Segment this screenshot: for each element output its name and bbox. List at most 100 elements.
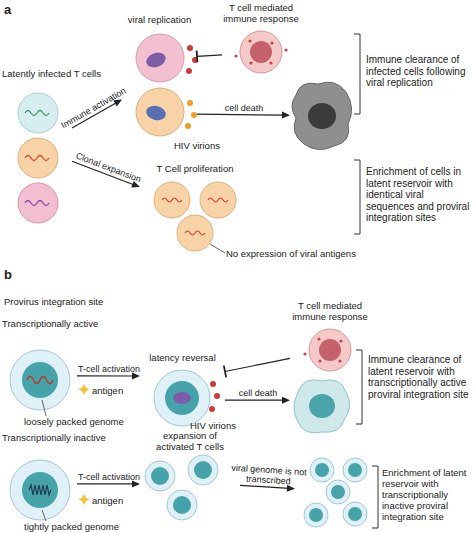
node-heading: Transcriptionally inactive xyxy=(2,432,77,443)
edge-label: Clonal expansion xyxy=(74,151,143,187)
provirus xyxy=(25,201,49,206)
bracket xyxy=(354,34,360,114)
virion xyxy=(191,112,197,118)
edge-label: cell death xyxy=(238,388,277,400)
nucleus xyxy=(250,41,272,63)
nucleus xyxy=(319,339,341,361)
t-cell xyxy=(188,455,218,485)
leader-line xyxy=(210,244,225,253)
connector-line xyxy=(197,55,222,57)
nucleus xyxy=(194,461,212,479)
t-cell xyxy=(343,502,367,526)
connector-line xyxy=(225,399,284,400)
annotation-text: Enrichment of latent reservoir with tran… xyxy=(382,467,472,522)
t-cell xyxy=(326,480,350,504)
bracket xyxy=(354,160,360,234)
cell-group: T Cell proliferation xyxy=(140,163,250,253)
virion xyxy=(192,57,198,63)
connector-line xyxy=(77,483,134,484)
annotation-text: HIV virions xyxy=(174,140,220,151)
annotation-text: Provirus integration site xyxy=(4,296,103,307)
nucleus xyxy=(309,508,323,522)
t-cell xyxy=(154,182,190,218)
virion xyxy=(187,45,193,51)
edge-label: viral genome is not transcribed xyxy=(225,462,312,489)
t-cell xyxy=(18,138,58,178)
cell-group xyxy=(290,78,355,153)
annotation-text: Enrichment of cells in latent reservoir … xyxy=(366,166,472,224)
cell-group: T cell mediated immune response xyxy=(290,300,370,372)
t-cell xyxy=(145,461,175,491)
provirus xyxy=(25,156,49,161)
t-cell xyxy=(10,460,70,520)
nucleus xyxy=(308,103,336,129)
inhibition-bar xyxy=(196,50,199,62)
annotation-text: antigen xyxy=(92,385,123,396)
nucleus xyxy=(22,362,58,398)
granule xyxy=(284,48,287,51)
provirus xyxy=(25,111,49,116)
inhibition-bar xyxy=(224,366,226,378)
connector-line xyxy=(225,358,290,371)
nucleus xyxy=(22,472,58,508)
annotation-text: HIV virions xyxy=(190,420,236,431)
panel-letter: a xyxy=(4,2,11,17)
t-cell xyxy=(167,490,197,520)
edge-label: T-cell activation xyxy=(77,472,139,484)
annotation-text: loosely packed genome xyxy=(24,416,124,427)
provirus xyxy=(208,198,228,202)
nucleus xyxy=(348,463,362,477)
virion xyxy=(210,381,216,387)
antigen-icon xyxy=(78,494,90,505)
nucleus xyxy=(315,463,329,477)
virion xyxy=(185,123,191,129)
reactivated-cell xyxy=(154,370,210,426)
t-cell xyxy=(18,183,58,223)
t-cell xyxy=(10,350,70,410)
node-heading: T Cell proliferation xyxy=(140,163,250,174)
granule xyxy=(249,61,252,64)
arrow-head xyxy=(282,112,290,119)
cell-group: expansion of activated T cells xyxy=(140,430,240,525)
granule xyxy=(234,54,237,57)
virion xyxy=(209,406,215,412)
connector-line xyxy=(77,375,134,376)
viral-replication-blob xyxy=(144,50,168,70)
cell-group: Transcriptionally inactive xyxy=(2,432,77,527)
granule xyxy=(269,61,272,64)
bracket xyxy=(372,466,378,528)
arrow-connector xyxy=(224,358,290,377)
nucleus xyxy=(331,485,345,499)
t-cell xyxy=(18,93,58,133)
annotation-text: antigen xyxy=(92,495,123,506)
arrow-connector xyxy=(197,50,222,62)
provirus xyxy=(185,231,205,235)
node-heading: Transcriptionally active xyxy=(2,318,77,329)
antigen-icon xyxy=(78,384,90,395)
provirus xyxy=(162,198,182,202)
cytotoxic-t-cell xyxy=(240,31,282,73)
t-cell xyxy=(310,458,334,482)
cell-group xyxy=(295,452,367,530)
nucleus xyxy=(309,394,335,418)
leader-line xyxy=(42,400,46,416)
nucleus xyxy=(348,507,362,521)
cell-group: Transcriptionally active xyxy=(2,318,77,413)
t-cell xyxy=(177,215,213,251)
granule xyxy=(317,337,320,340)
nucleus xyxy=(173,496,191,514)
edge-label: Immune activation xyxy=(59,85,128,132)
node-heading: T cell mediated immune response xyxy=(222,2,300,24)
node-heading: latency reversal xyxy=(140,352,225,363)
cytotoxic-t-cell xyxy=(309,329,351,371)
t-cell xyxy=(343,458,367,482)
t-cell xyxy=(200,182,236,218)
arrow-head xyxy=(282,397,290,404)
annotation-text: Immune clearance of infected cells follo… xyxy=(366,54,472,89)
connector-line xyxy=(197,114,284,116)
infected-cell xyxy=(136,88,184,136)
nucleus xyxy=(151,467,169,485)
cell-group: Latently infected T cells xyxy=(2,68,72,228)
viral-replication-blob xyxy=(173,392,191,404)
infected-cell xyxy=(136,34,184,82)
